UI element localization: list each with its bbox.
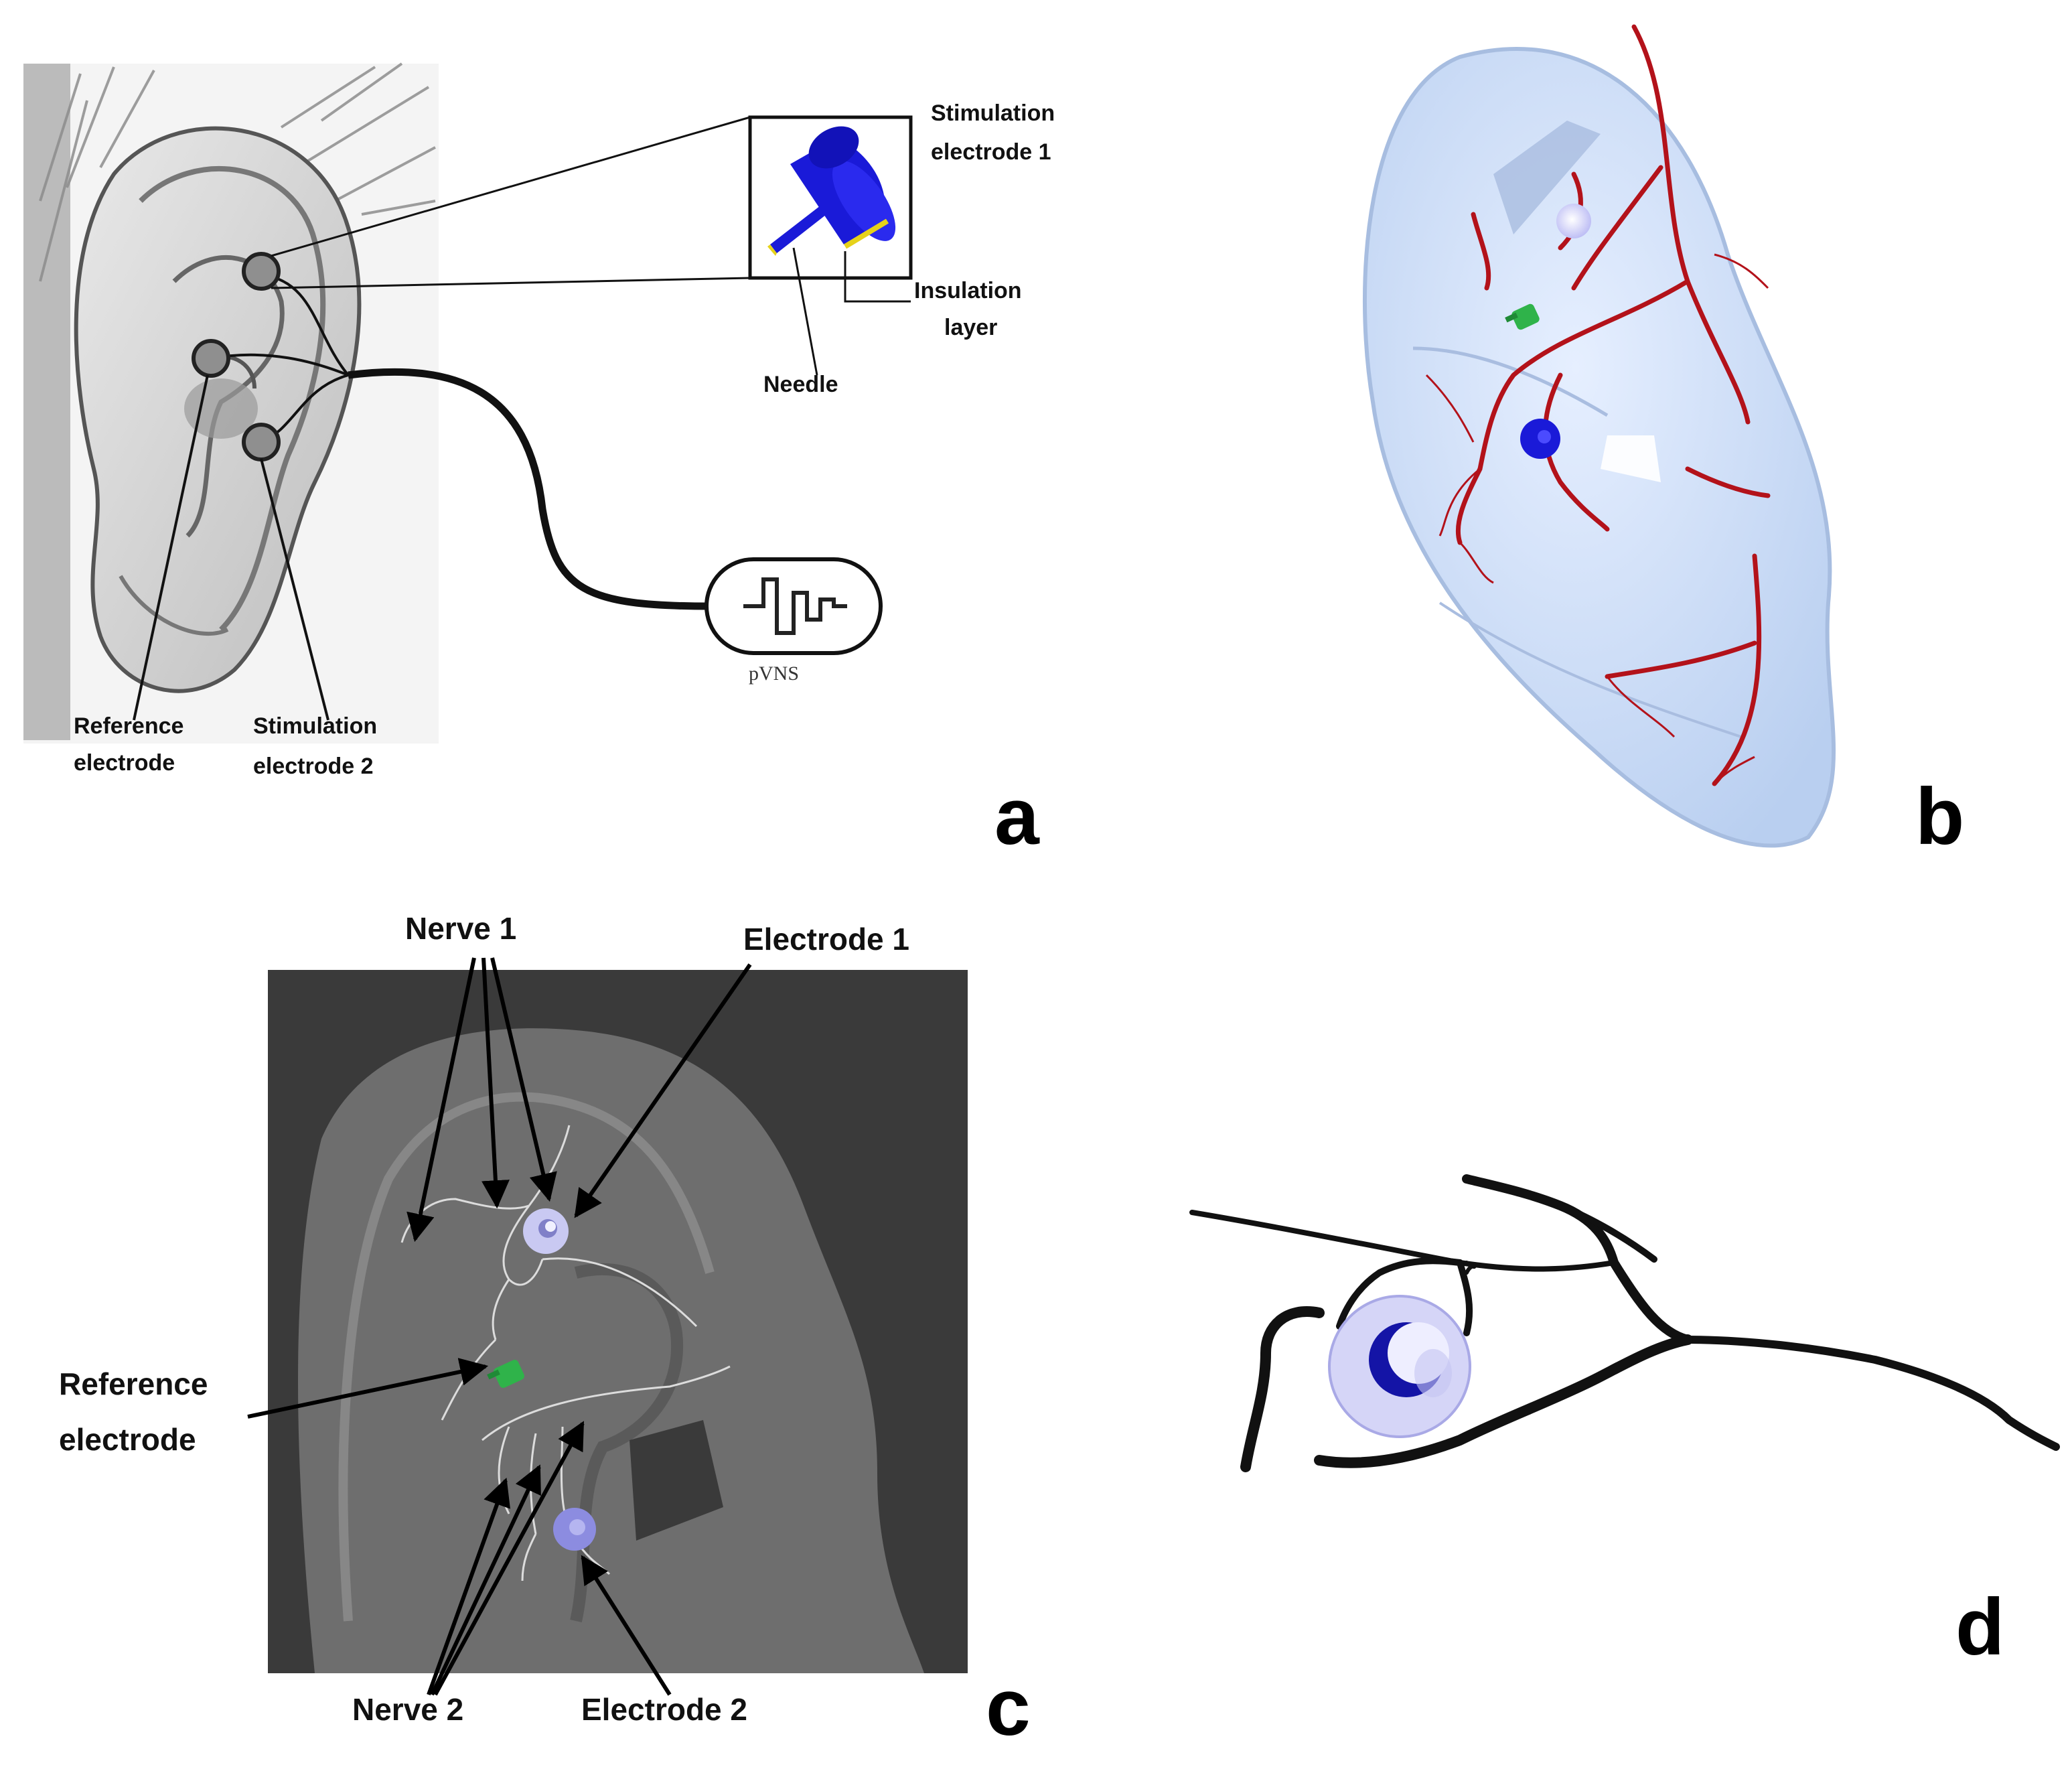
label-insulation-layer-l1: Insulation xyxy=(914,278,1022,303)
label-reference-electrode-a-l2: electrode xyxy=(74,750,175,776)
label-stimulation-electrode-1-l2: electrode 1 xyxy=(931,139,1051,165)
label-reference-electrode-c-l2: electrode xyxy=(59,1422,196,1457)
nerve-branches xyxy=(1455,24,1771,786)
electrode-3d-icon xyxy=(767,126,896,256)
label-needle: Needle xyxy=(763,372,838,397)
label-insulation-layer-l2: layer xyxy=(944,315,997,340)
label-reference-electrode-c-l1: Reference xyxy=(59,1366,208,1401)
label-electrode-2: Electrode 2 xyxy=(581,1692,747,1727)
model-reference-electrode-icon xyxy=(1505,303,1540,330)
panel-d-electrode-icon xyxy=(1328,1295,1471,1438)
pulse-waveform-icon xyxy=(743,577,847,635)
zoom-lines xyxy=(271,116,751,289)
label-stimulation-electrode-2-l1: Stimulation xyxy=(253,713,377,739)
reference-electrode-dot xyxy=(192,339,230,378)
model-electrode-1-icon xyxy=(1556,204,1591,238)
panel-letter-a: a xyxy=(994,772,1040,861)
panel-letter-d: d xyxy=(1955,1582,2004,1672)
label-stimulation-electrode-1-l1: Stimulation xyxy=(931,100,1055,126)
electrode-leads xyxy=(210,273,711,610)
label-stimulation-electrode-2-l2: electrode 2 xyxy=(253,754,374,779)
panel-c: Nerve 1 Electrode 1 Reference electrode … xyxy=(59,911,1031,1752)
stimulation-electrode-2-dot xyxy=(242,423,281,462)
panel-letter-b: b xyxy=(1915,772,1964,861)
label-pvns: pVNS xyxy=(749,662,799,685)
label-nerve-2: Nerve 2 xyxy=(352,1692,463,1727)
label-nerve-1: Nerve 1 xyxy=(405,911,516,946)
panel-c-arrows xyxy=(247,957,752,1696)
label-electrode-1: Electrode 1 xyxy=(743,922,909,957)
ear-label-leaders xyxy=(133,374,329,721)
stimulation-electrode-1-dot xyxy=(242,252,281,291)
ear-sketch xyxy=(23,62,439,744)
panel-b: b xyxy=(1363,24,1964,861)
ear-3d-model xyxy=(1363,47,1836,848)
electrode-inset xyxy=(748,115,913,280)
label-reference-electrode-a-l1: Reference xyxy=(74,713,183,739)
inset-leaders xyxy=(792,247,911,376)
panel-d: d xyxy=(1189,1174,2060,1672)
nerve-fine-branches xyxy=(1425,253,1769,785)
panel-c-reference-electrode-icon xyxy=(487,1360,524,1388)
panel-letter-c: c xyxy=(986,1663,1031,1752)
panel-a: Stimulation electrode 1 Insulation layer… xyxy=(23,62,1055,861)
nerve-ribbon xyxy=(1189,1174,2060,1472)
pvns-stimulator xyxy=(705,557,883,655)
